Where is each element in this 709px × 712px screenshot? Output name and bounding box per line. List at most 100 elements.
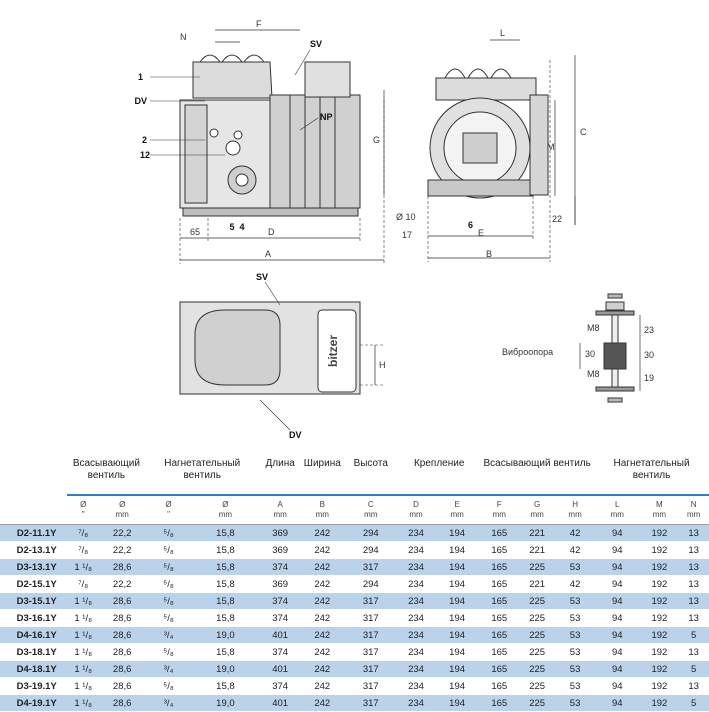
table-cell-d-in: ³/₄ xyxy=(145,626,192,644)
table-cell-b: 242 xyxy=(301,541,344,559)
table-cell-l: 94 xyxy=(594,558,641,576)
front-view-drawing xyxy=(427,39,576,262)
callout-2: 2 xyxy=(142,135,147,145)
table-cell-b: 242 xyxy=(301,694,344,712)
model-name-cell: D3-15.1Y xyxy=(0,592,68,610)
table-cell-m: 192 xyxy=(640,541,679,559)
table-cell-h: 42 xyxy=(556,541,595,559)
table-cell-s-in: 1 ¹/₈ xyxy=(67,694,99,712)
table-cell-b: 242 xyxy=(301,643,344,661)
table-cell-f: 165 xyxy=(480,626,519,644)
table-cell-d-mm: 19,0 xyxy=(191,694,260,712)
table-cell-d-mm: 15,8 xyxy=(191,524,260,542)
table-cell-a: 374 xyxy=(259,558,302,576)
dim-17: 17 xyxy=(402,230,412,240)
table-cell-c: 317 xyxy=(343,643,399,661)
table-cell-e: 194 xyxy=(433,626,481,644)
vibration-mount-drawing xyxy=(579,293,641,403)
callout-dv: DV xyxy=(134,96,147,106)
table-cell-d-mm: 15,8 xyxy=(191,643,260,661)
table-cell-m: 192 xyxy=(640,575,679,593)
table-cell-f: 165 xyxy=(480,660,519,678)
table-cell-d: 234 xyxy=(398,677,434,695)
table-cell-d-in: ⁵/₈ xyxy=(145,575,192,593)
table-cell-d: 234 xyxy=(398,626,434,644)
table-cell-s-mm: 28,6 xyxy=(99,677,146,695)
table-cell-e: 194 xyxy=(433,575,481,593)
model-name-cell: D2-15.1Y xyxy=(0,575,68,593)
table-cell-d-mm: 19,0 xyxy=(191,626,260,644)
table-cell-s-in: 1 ¹/₈ xyxy=(67,592,99,610)
table-cell-s-mm: 28,6 xyxy=(99,558,146,576)
callout-dv-top: DV xyxy=(289,430,302,440)
table-cell-m: 192 xyxy=(640,660,679,678)
table-cell-s-in: 1 ¹/₈ xyxy=(67,626,99,644)
column-header: Ø" xyxy=(67,495,99,525)
table-cell-d-in: ⁵/₈ xyxy=(145,558,192,576)
table-cell-a: 369 xyxy=(259,541,302,559)
table-cell-m: 192 xyxy=(640,643,679,661)
table-cell-d: 234 xyxy=(398,643,434,661)
dim-22: 22 xyxy=(552,214,562,224)
table-cell-s-in: ⁷/₈ xyxy=(67,524,99,542)
table-cell-f: 165 xyxy=(480,558,519,576)
model-name-cell: D4-18.1Y xyxy=(0,660,68,678)
table-cell-c: 317 xyxy=(343,660,399,678)
dim-g: G xyxy=(373,135,380,145)
table-cell-n: 13 xyxy=(678,677,709,695)
callout-12: 12 xyxy=(140,150,150,160)
table-cell-e: 194 xyxy=(433,558,481,576)
vibro-m8-top: M8 xyxy=(587,323,600,333)
table-cell-e: 194 xyxy=(433,643,481,661)
table-cell-l: 94 xyxy=(594,660,641,678)
table-cell-g: 225 xyxy=(518,660,557,678)
table-cell-c: 317 xyxy=(343,626,399,644)
table-cell-d-in: ⁵/₈ xyxy=(145,541,192,559)
group-mounting: Крепление xyxy=(398,452,481,496)
table-cell-n: 5 xyxy=(678,694,709,712)
vibro-m8-bottom: M8 xyxy=(587,369,600,379)
table-cell-h: 53 xyxy=(556,609,595,627)
table-cell-m: 192 xyxy=(640,677,679,695)
table-cell-a: 369 xyxy=(259,575,302,593)
table-cell-s-in: 1 ¹/₈ xyxy=(67,660,99,678)
table-cell-d-in: ⁵/₈ xyxy=(145,677,192,695)
table-cell-b: 242 xyxy=(301,609,344,627)
table-cell-h: 53 xyxy=(556,660,595,678)
table-cell-m: 192 xyxy=(640,626,679,644)
table-cell-m: 192 xyxy=(640,694,679,712)
callout-sv: SV xyxy=(310,39,322,49)
table-cell-d-in: ⁵/₈ xyxy=(145,592,192,610)
table-cell-f: 165 xyxy=(480,524,519,542)
table-cell-s-mm: 22,2 xyxy=(99,524,146,542)
table-cell-h: 42 xyxy=(556,524,595,542)
table-cell-d-mm: 15,8 xyxy=(191,609,260,627)
table-cell-n: 13 xyxy=(678,592,709,610)
table-cell-l: 94 xyxy=(594,609,641,627)
vibro-19: 19 xyxy=(644,373,654,383)
table-cell-d: 234 xyxy=(398,541,434,559)
column-header: Ø" xyxy=(145,495,192,525)
table-cell-f: 165 xyxy=(480,592,519,610)
table-cell-n: 13 xyxy=(678,609,709,627)
table-cell-f: 165 xyxy=(480,609,519,627)
table-cell-d-in: ⁵/₈ xyxy=(145,524,192,542)
table-cell-d: 234 xyxy=(398,694,434,712)
dim-a: A xyxy=(265,249,271,259)
dim-d10: Ø 10 xyxy=(396,212,416,222)
vibro-30-right: 30 xyxy=(644,350,654,360)
table-cell-d: 234 xyxy=(398,660,434,678)
table-cell-g: 225 xyxy=(518,609,557,627)
model-name-cell: D3-19.1Y xyxy=(0,677,68,695)
table-cell-f: 165 xyxy=(480,677,519,695)
table-cell-h: 42 xyxy=(556,575,595,593)
